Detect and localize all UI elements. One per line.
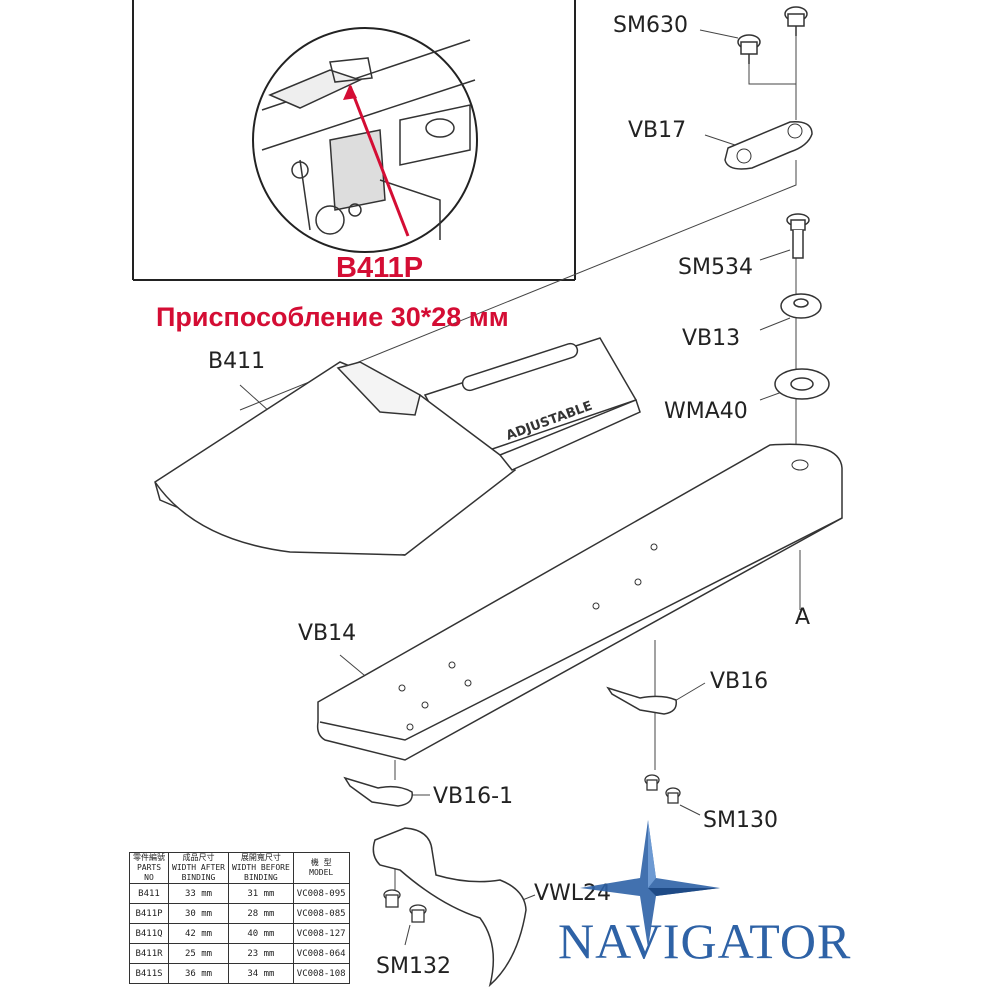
screw-sm534 bbox=[786, 213, 810, 259]
table-cell: 31 mm bbox=[227, 883, 294, 904]
table-cell: VC008-085 bbox=[292, 903, 350, 924]
table-cell: 34 mm bbox=[227, 963, 294, 984]
label-vb16-1: VB16-1 bbox=[433, 784, 513, 809]
label-vb14: VB14 bbox=[298, 621, 356, 646]
screws-sm130 bbox=[644, 774, 681, 804]
label-b411: B411 bbox=[208, 349, 265, 374]
label-a: A bbox=[795, 605, 810, 630]
label-sm630: SM630 bbox=[613, 13, 688, 38]
inset-machine-sketch bbox=[261, 39, 476, 240]
bracket-vb16-1 bbox=[343, 776, 413, 807]
table-cell: 40 mm bbox=[227, 923, 294, 944]
caption-title: Приспособление 30*28 мм bbox=[156, 302, 509, 332]
screws-sm132 bbox=[383, 889, 427, 923]
pointer-arrow bbox=[348, 85, 410, 237]
label-sm132: SM132 bbox=[376, 954, 451, 979]
plate-holes bbox=[398, 459, 809, 731]
table-cell: B411 bbox=[129, 883, 169, 904]
inset-code-label: B411P bbox=[336, 252, 424, 284]
inset-photo-frame bbox=[132, 0, 576, 281]
bracket-vb16 bbox=[606, 686, 677, 715]
screw-sm630 bbox=[737, 6, 808, 64]
folder-b411 bbox=[154, 337, 641, 556]
spring-vwl24 bbox=[372, 827, 527, 988]
table-cell: B411Q bbox=[129, 923, 169, 944]
table-cell: 42 mm bbox=[168, 923, 229, 944]
label-sm534: SM534 bbox=[678, 255, 753, 280]
table-cell: VC008-108 bbox=[292, 963, 350, 984]
table-cell: B411S bbox=[129, 963, 169, 984]
label-vb17: VB17 bbox=[628, 118, 686, 143]
table-cell: VC008-064 bbox=[292, 943, 350, 964]
label-sm130: SM130 bbox=[703, 808, 778, 833]
label-vb16: VB16 bbox=[710, 669, 768, 694]
table-cell: B411P bbox=[129, 903, 169, 924]
washer-wma40 bbox=[774, 368, 830, 400]
table-cell: 25 mm bbox=[168, 943, 229, 964]
table-cell: 36 mm bbox=[168, 963, 229, 984]
table-cell: 33 mm bbox=[168, 883, 229, 904]
navigator-logo: NAVIGATOR bbox=[558, 913, 852, 969]
table-cell: VC008-127 bbox=[292, 923, 350, 944]
table-cell: 30 mm bbox=[168, 903, 229, 924]
table-cell: VC008-095 bbox=[292, 883, 350, 904]
compass-star-icon bbox=[580, 820, 720, 948]
table-cell: 28 mm bbox=[227, 903, 294, 924]
table-cell: B411R bbox=[129, 943, 169, 964]
label-vb13: VB13 bbox=[682, 326, 740, 351]
mounting-plate-vb14 bbox=[316, 443, 843, 761]
table-cell: 23 mm bbox=[227, 943, 294, 964]
label-wma40: WMA40 bbox=[664, 399, 748, 424]
washer-vb13 bbox=[780, 293, 822, 319]
